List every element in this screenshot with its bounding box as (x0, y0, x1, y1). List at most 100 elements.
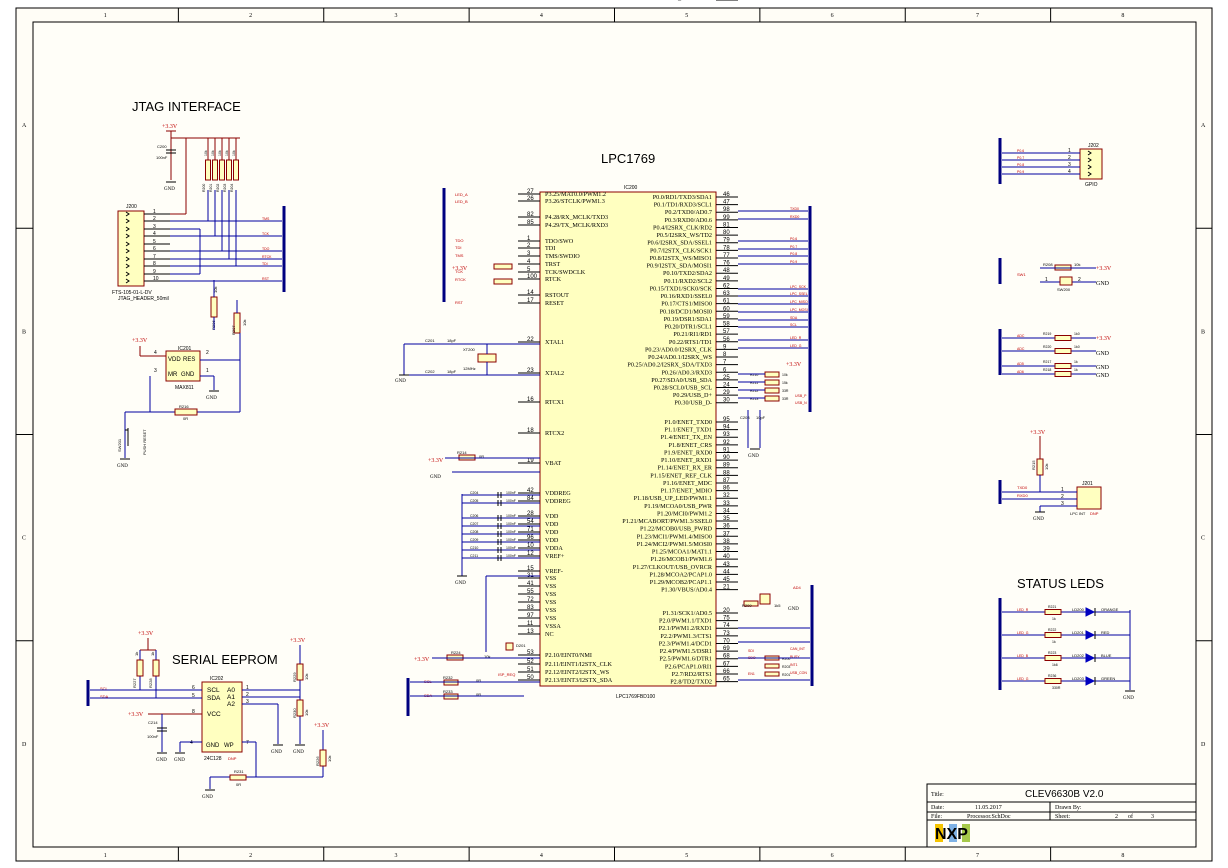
mcu-right-pin-name: P0.16/RXD1/SSEL0 (661, 293, 712, 300)
isp-r3-val: 0R (476, 692, 481, 697)
mcu-left-pin-name: RESET (545, 300, 564, 307)
mcu-right-pin-number: 62 (723, 283, 730, 289)
mcu-right-pin-number: 92 (723, 440, 730, 446)
jtag-pin-glyph (125, 226, 130, 232)
frame-row-right: C (1201, 536, 1205, 542)
sup-pin-mr: MR (168, 372, 178, 378)
eeprom-wp-gnd: GND (202, 795, 213, 800)
mcu-right-pin-name: P1.26/MCOB1/PWM1.6 (650, 556, 712, 563)
right-net-label: LED_G (790, 344, 802, 348)
mcu-right-pin-name: P0.22/RTS1/TD1 (669, 339, 712, 346)
mcu-left-pin-name: P4.29/TX_MCLK/RXD3 (545, 222, 608, 229)
right-net-label: P0.8 (790, 252, 797, 256)
mcu-right-pin-number: 95 (723, 417, 730, 423)
eeprom-pullup-val-a: 1k (134, 652, 139, 656)
led-resistor-val: 1k (1052, 617, 1056, 621)
mcu-left-pin-name: P2.11/EINT1/I2STX_CLK (545, 661, 613, 668)
mcu-left-pin-name: XTAL1 (545, 339, 564, 346)
decoup-val: 100nF (506, 546, 516, 550)
jtag-pin-number: 5 (153, 239, 156, 245)
right-net-label: P0.9 (790, 260, 797, 264)
mcu-right-pin-number: 33 (723, 501, 730, 507)
xtal-c2-val: 18pF (447, 369, 457, 374)
rtc-cap-val: 10pF (756, 415, 766, 420)
jtag-pullup-ref: R200 (202, 184, 206, 192)
mcu-right-pin-name: P1.18/USB_UP_LED/PWM1.1 (634, 495, 712, 502)
sup-supply: +3.3V (132, 338, 148, 344)
jtag-net-label: TCK (262, 232, 270, 236)
xtal-c1: C201 (425, 338, 435, 343)
eeprom-right-pin-name: A2 (227, 701, 235, 708)
mcu-right-pin-name: P1.19/MCOA0/USB_PWR (644, 503, 713, 510)
frame-row-right: D (1201, 742, 1206, 748)
mcu-left-pin-name: P4.28/RX_MCLK/TXD3 (545, 214, 608, 221)
mcu-right-pin-name: P1.21/MCABORT/PWM1.3/SSEL0 (622, 518, 712, 525)
right-net-label: LED_R (790, 336, 802, 340)
mcu-left-pin-number: 2 (527, 243, 531, 249)
isp-diode: D201 (516, 643, 526, 648)
jtag-pullup-val: 10k (211, 150, 215, 156)
mcu-left-pin-number: 55 (527, 589, 534, 595)
eeprom-gnd-label: GND (206, 743, 220, 749)
tb-sheet-label: Sheet: (1055, 814, 1070, 820)
mcu-right-pin-number: 29 (723, 390, 730, 396)
jtag-pullup-val: 10k (232, 150, 236, 156)
pull-resistor (1054, 335, 1072, 341)
mcu-right-pin-name: P0.24/AD0.1/I2SRX_WS (648, 354, 713, 361)
mcu-right-pin-name: P1.15/ENET_REF_CLK (650, 472, 712, 479)
jtag-pin-glyph (125, 256, 130, 262)
mcu-right-pin-number: 30 (723, 398, 730, 404)
mcu-right-pin-number: 8 (723, 352, 727, 358)
mcu-right-pin-name: P1.14/ENET_RX_ER (658, 465, 713, 472)
net-tdo: TDO (455, 238, 463, 243)
usb-resistor (764, 379, 780, 386)
mcu-right-pin-name: P0.1/TD1/RXD3/SCL1 (654, 202, 712, 209)
uart-rval: 10k (1044, 464, 1049, 470)
mcu-left-pin-name: TCK/SWDCLK (545, 269, 586, 276)
frame-col-top: 6 (831, 13, 834, 19)
eeprom-r-addr-b: R230 (292, 708, 297, 718)
net-rtck: RTCK (455, 277, 466, 282)
usb-resistor-val: 15k (782, 381, 788, 385)
mcu-left-pin-name: VDDREG (545, 498, 571, 505)
mcu-left-pin-number: 4 (527, 259, 531, 265)
mcu-right-pin-number: 66 (723, 669, 730, 675)
mcu-left-pin-name: TRST (545, 261, 560, 268)
mcu-right-pin-number: 44 (723, 569, 730, 575)
eeprom-gnd: GND (174, 758, 185, 763)
isp-rval: 10k (484, 654, 490, 659)
mcu-left-pin-name: RTCX1 (545, 399, 564, 406)
jtag-supply: +3.3V (162, 124, 178, 130)
pull-val: 1k (1074, 360, 1078, 364)
mcu-body (539, 191, 717, 687)
eeprom-ic (201, 681, 243, 753)
mcu-left-pin-number: 10 (527, 543, 534, 549)
r-mr-ref: R216 (179, 404, 189, 409)
mcu-right-pin-name: P2.9/USB_CON/RXD2 (653, 0, 712, 2)
eeprom-r-addr-a: R229 (292, 672, 297, 682)
tb-total: 3 (1151, 814, 1154, 820)
mcu-right-pin-name: P1.28/MCOA2/PCAP1.0 (649, 571, 712, 578)
mcu-right-pin-number: 59 (723, 314, 730, 320)
eeprom-right-pin-name: A1 (227, 694, 235, 701)
mcu-right-pin-number: 6 (723, 367, 727, 373)
mcu-right-pin-name: P2.7/RD2/RTS1 (672, 671, 712, 678)
sup-pin-gnd: GND (181, 372, 195, 378)
decoup-ref: C205 (470, 499, 478, 503)
frame-col-bottom: 7 (976, 853, 979, 859)
mcu-left-pin-name: P3.26/STCLK/PWM1.3 (545, 198, 605, 205)
gpio-pin-glyph (1087, 171, 1092, 177)
mcu-right-pin-number: 21 (723, 585, 730, 591)
jtag-pin-glyph (125, 241, 130, 247)
rtc-cap: C203 (740, 415, 750, 420)
mcu-left-pin-name: VSS (545, 599, 557, 606)
mcu-right-pin-number: 79 (723, 238, 730, 244)
frame-col-top: 1 (104, 13, 107, 19)
jtag-pin-number: 7 (153, 254, 156, 260)
led-color: ORANGE (1101, 607, 1119, 612)
